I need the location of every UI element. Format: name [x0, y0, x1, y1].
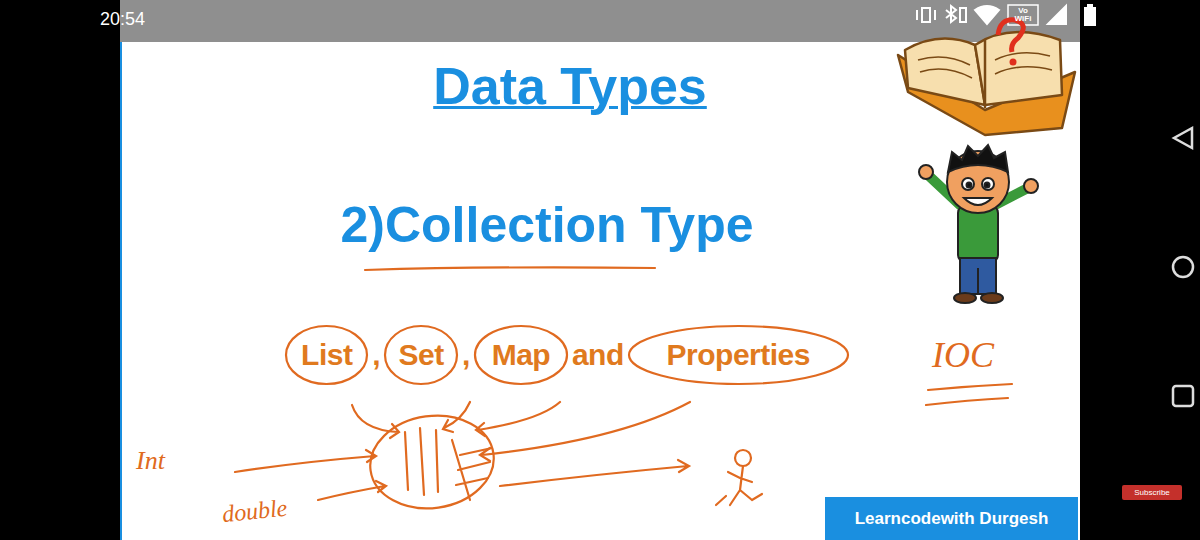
slide-subtitle-holder: 2)Collection Type — [340, 196, 753, 254]
boy-smile — [964, 198, 992, 205]
home-button — [1173, 257, 1193, 277]
slide-title: Data Types — [433, 56, 707, 116]
circled-word: Set — [383, 324, 459, 386]
stick-figure — [716, 466, 762, 505]
hand-ellipse-line — [475, 326, 567, 384]
boy-illustration — [919, 145, 1038, 303]
collection-scribble — [364, 408, 500, 516]
boy-eye — [962, 178, 974, 190]
nav-buttons — [1173, 128, 1193, 406]
boy-hand — [1024, 179, 1038, 193]
boy-hair — [948, 145, 1008, 172]
separator-text-holder: and — [572, 338, 624, 372]
boy-pupil — [985, 183, 990, 188]
vowifi-text: Vo WiFi — [1010, 7, 1036, 23]
signal-icon — [1048, 6, 1066, 24]
separator-text: and — [572, 338, 624, 372]
brand-band-text: Learncodewith Durgesh — [855, 509, 1049, 529]
scribble-arrow — [480, 402, 690, 461]
book-spine — [984, 40, 987, 108]
vowifi-text-holder: Vo WiFi — [1010, 7, 1036, 25]
circled-word-text: List — [301, 338, 352, 372]
vibrate-mark — [934, 10, 936, 20]
boy-pants — [960, 258, 996, 294]
boy-shoe — [954, 293, 976, 303]
handwritten-note: double — [221, 495, 289, 529]
hand-ellipse-line — [629, 326, 848, 384]
slide-title-holder: Data Types — [433, 56, 707, 116]
boy-shoe — [981, 293, 1003, 303]
hand-ellipse-line — [385, 326, 457, 384]
brand-band: Learncodewith Durgesh — [825, 497, 1078, 540]
scribble-arrow — [352, 405, 399, 438]
battery-saver-icon — [960, 8, 966, 22]
boy-leg-gap — [977, 268, 979, 294]
battery-tip — [1088, 5, 1092, 8]
circled-word-text: Set — [398, 338, 443, 372]
scribble-lines — [405, 428, 492, 500]
circled-word: List — [284, 324, 369, 386]
scribble-arrow — [318, 481, 386, 500]
scribble-arrow — [476, 402, 560, 436]
boy-pupil — [967, 183, 972, 188]
wifi-icon — [975, 6, 999, 24]
separator-text: , — [372, 338, 380, 372]
slide-edge — [120, 0, 122, 540]
status-time-holder: 20:54 — [100, 9, 145, 30]
back-button — [1174, 128, 1192, 148]
circled-word-text: Properties — [667, 338, 810, 372]
separator-text-holder: , — [372, 338, 380, 372]
handwritten-note: IOC — [932, 334, 994, 376]
circled-word: Map — [473, 324, 569, 386]
battery-icon — [1085, 8, 1095, 25]
boy-eye — [982, 178, 994, 190]
question-mark — [998, 20, 1023, 52]
stick-head — [735, 450, 751, 466]
hand-ellipse-line — [286, 326, 367, 384]
separator-text-holder: , — [462, 338, 470, 372]
subscribe-badge-text: Subscribe — [1134, 488, 1170, 497]
vibrate-mark — [916, 10, 918, 20]
handwritten-note-holder: double — [222, 498, 287, 525]
slide-subtitle: 2)Collection Type — [340, 196, 753, 254]
separator-text: , — [462, 338, 470, 372]
status-time: 20:54 — [100, 9, 145, 30]
question-dot — [1010, 59, 1017, 66]
underline-stroke — [365, 267, 655, 270]
scribble-arrow — [500, 460, 689, 486]
slide — [120, 0, 1080, 540]
scribble-arrow — [235, 450, 376, 472]
status-bar — [120, 0, 1080, 42]
circled-word: Properties — [627, 324, 850, 386]
hand-annotations — [235, 267, 1012, 516]
handwritten-note-holder: IOC — [932, 334, 994, 376]
bluetooth-icon — [946, 6, 956, 22]
boy-hand — [919, 165, 933, 179]
ioc-underline — [926, 384, 1012, 405]
book-illustration — [898, 20, 1075, 135]
book-lines — [918, 53, 1052, 78]
subscribe-badge: Subscribe — [1122, 485, 1182, 500]
vibrate-icon — [922, 8, 930, 22]
recents-button — [1173, 386, 1193, 406]
handwritten-note: Int — [136, 446, 165, 476]
handwritten-note-holder: Int — [136, 446, 165, 476]
circled-word-text: Map — [492, 338, 551, 372]
scribble-arrow — [443, 402, 470, 432]
book-page — [905, 39, 985, 105]
